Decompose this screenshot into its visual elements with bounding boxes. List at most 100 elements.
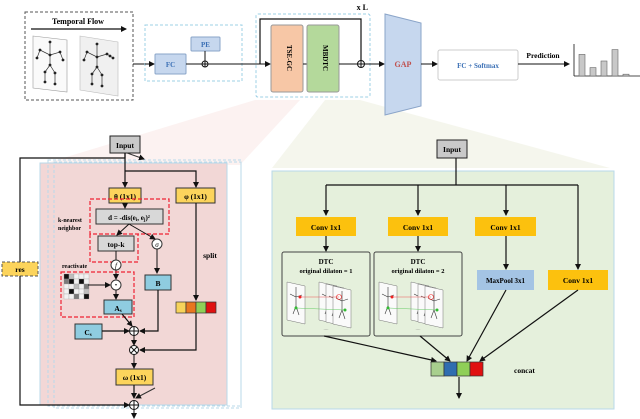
matrix-cell xyxy=(63,273,70,280)
matrix-cell xyxy=(83,273,90,280)
prediction-bar xyxy=(622,73,630,77)
connector xyxy=(135,387,156,399)
dtc-title: DTC xyxy=(411,258,426,266)
matrix-cell xyxy=(83,288,90,295)
gap-label: GAP xyxy=(395,60,412,69)
connector xyxy=(139,290,159,334)
theta-label: θ (1x1) xyxy=(114,192,137,201)
concat-segment xyxy=(456,361,471,377)
embedding-group xyxy=(144,24,243,82)
dot-label: · xyxy=(114,280,117,290)
input-node xyxy=(436,139,468,159)
connector xyxy=(125,170,199,188)
reactivate-label: reactivate xyxy=(62,264,88,270)
split-feature-bar xyxy=(175,301,217,314)
matrix-cell xyxy=(78,278,85,285)
add-icon xyxy=(357,60,365,68)
f-label: f xyxy=(115,262,118,270)
mbdtc-block[interactable] xyxy=(306,24,340,93)
conv-block xyxy=(388,217,448,236)
res-label: res xyxy=(15,265,25,274)
matrix-cell xyxy=(83,293,90,300)
connector xyxy=(121,313,133,327)
skip-connection xyxy=(259,18,362,64)
conv-label: Conv 1x1 xyxy=(563,276,593,285)
temporal-link xyxy=(295,307,346,311)
dtc-title: DTC xyxy=(319,258,334,266)
matrix-cell xyxy=(68,288,75,295)
joint-highlight xyxy=(298,295,302,299)
repeated-block-group xyxy=(255,13,371,98)
split-segment xyxy=(205,301,217,314)
connector xyxy=(126,152,145,161)
skeleton-frame-stack xyxy=(79,35,119,97)
concat-label: concat xyxy=(514,366,535,375)
matrix-cell xyxy=(73,278,80,285)
input-label: Input xyxy=(443,145,461,154)
distance-label: d = -dis(ei, ej)² xyxy=(108,214,150,223)
add-icon xyxy=(201,60,209,68)
joint-highlight xyxy=(294,306,298,310)
fc-label: FC xyxy=(166,61,175,69)
ellipsis: .... xyxy=(324,327,329,332)
prediction-bar xyxy=(578,54,586,77)
matrix-cell xyxy=(68,283,75,290)
b-label: B xyxy=(155,279,160,288)
matrix-cell xyxy=(63,283,70,290)
mbdtc-label: MBDTC xyxy=(321,45,329,71)
matrix-cell xyxy=(63,293,70,300)
split-segment xyxy=(175,301,187,314)
matrix-cell xyxy=(73,273,80,280)
tsegc-detail-outline xyxy=(53,161,242,409)
input-skeleton-panel: Temporal Flow xyxy=(24,11,134,101)
matrix-cell xyxy=(68,278,75,285)
connector xyxy=(323,335,437,363)
fc-softmax-label: FC + Softmax xyxy=(457,62,499,70)
pe-label: PE xyxy=(201,41,210,49)
sigma-label: σ xyxy=(155,241,159,249)
fc-softmax-block xyxy=(437,49,519,81)
matrix-cell xyxy=(68,293,75,300)
res-path xyxy=(19,276,130,408)
matrix-cell xyxy=(78,288,85,295)
zoom-projection-mbdtc xyxy=(272,100,610,168)
add-icon xyxy=(129,326,139,336)
concat-segment xyxy=(430,361,445,377)
knn-region xyxy=(89,198,170,235)
concat-segment xyxy=(443,361,458,377)
gap-block xyxy=(384,13,422,116)
matrix-cell xyxy=(68,273,75,280)
skeleton-bones xyxy=(335,291,349,320)
add-icon xyxy=(129,400,139,410)
conv-label: Conv 1x1 xyxy=(311,223,341,232)
connector xyxy=(466,289,507,362)
omega-label: ω (1x1) xyxy=(123,373,147,382)
joint-highlight xyxy=(343,308,347,312)
reactivate-region xyxy=(60,271,135,318)
knn-label: neighbor xyxy=(58,226,81,232)
split-label: split xyxy=(203,251,217,260)
conv-label: Conv 1x1 xyxy=(490,223,520,232)
conv-block xyxy=(475,217,536,236)
prediction-chart xyxy=(573,44,640,77)
conv-block xyxy=(548,270,608,290)
repeat-label: x L xyxy=(357,3,368,12)
joint-highlight xyxy=(428,294,434,300)
dtc-subtitle: original dilaton = 2 xyxy=(391,268,444,275)
prediction-bar xyxy=(611,49,619,77)
joint-highlight xyxy=(386,306,390,310)
tse-gc-block[interactable] xyxy=(270,24,304,93)
split-segment xyxy=(185,301,197,314)
matrix-cell xyxy=(73,288,80,295)
conv-label: Conv 1x1 xyxy=(403,223,433,232)
multiply-icon xyxy=(129,345,139,355)
topk-label: top-k xyxy=(107,240,125,249)
prediction-bar xyxy=(600,60,608,77)
joint-highlight xyxy=(435,308,439,312)
c-s-label: Cs xyxy=(84,328,91,338)
joint-highlight xyxy=(390,295,394,299)
a-s-label: As xyxy=(114,304,121,314)
matrix-cell xyxy=(78,283,85,290)
input-label: Input xyxy=(116,141,134,150)
